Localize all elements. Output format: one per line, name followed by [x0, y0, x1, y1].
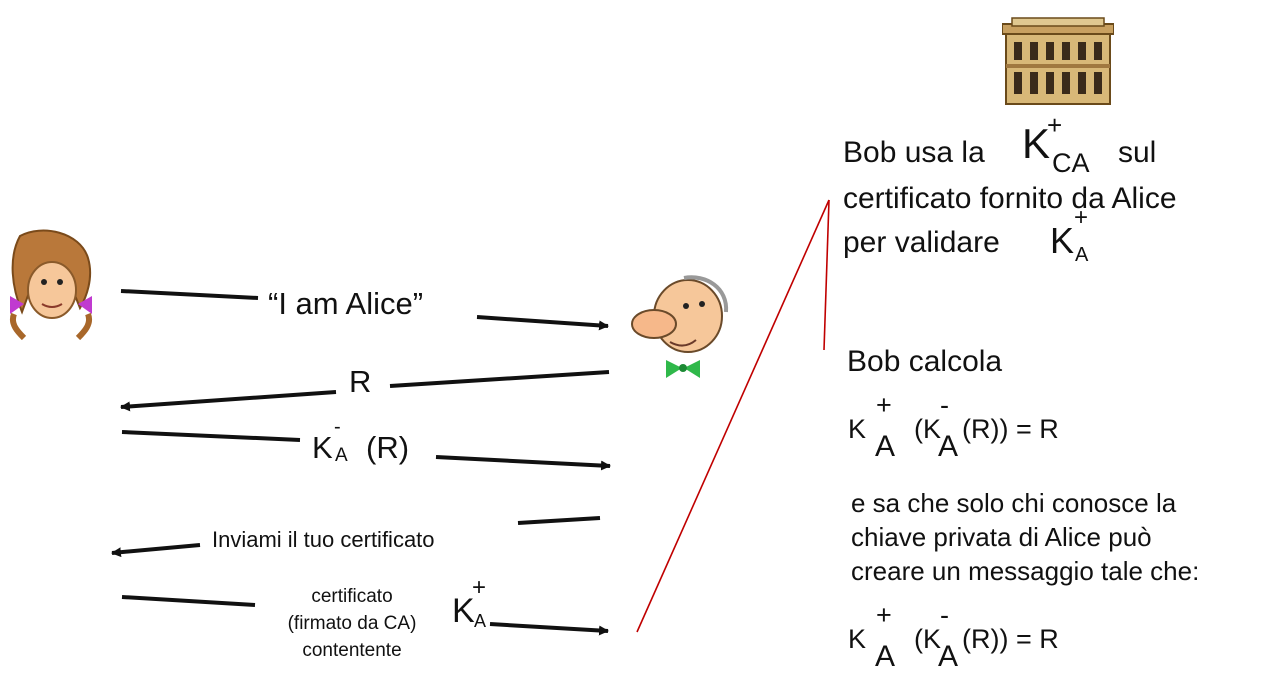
bob-avatar	[631, 275, 729, 378]
formula2-rest: (R)) = R	[962, 624, 1059, 654]
formula1-sub-a: A	[875, 430, 896, 463]
formula1-open: (K	[914, 414, 941, 444]
validate-key-a-main: K	[1050, 220, 1075, 261]
formula1-sup-plus: +	[876, 390, 892, 420]
ca-building-icon	[1002, 17, 1114, 105]
msg3-line-left	[121, 430, 301, 442]
msg4-label: Inviami il tuo certificato	[212, 527, 435, 552]
connector-line-vertical	[823, 199, 830, 351]
validate-key-ca-sub: CA	[1052, 148, 1090, 178]
msg4-arrow	[111, 543, 201, 558]
msg2-label: R	[349, 364, 372, 399]
validate-key-a-sup: +	[1074, 204, 1089, 231]
msg5-label: certificato (firmato da CA) contentente	[262, 583, 442, 664]
msg3-key: K	[312, 430, 333, 465]
formula2-sup-plus: +	[876, 600, 892, 630]
msg1-arrow	[476, 315, 609, 331]
msg2-arrow	[120, 390, 337, 412]
formula2-open: (K	[914, 624, 941, 654]
msg5-line2: (firmato da CA)	[287, 613, 417, 634]
alice-avatar	[10, 229, 92, 340]
msg1-line-left	[120, 289, 259, 300]
msg5-key-sub: A	[474, 611, 487, 631]
explain-line1: e sa che solo chi conosce la	[851, 488, 1177, 518]
formula2-k: K	[848, 624, 867, 654]
msg5-key-group: K + A	[452, 574, 496, 636]
msg5-key: K	[452, 592, 475, 630]
validate-key-ca-main: K	[1022, 120, 1051, 167]
msg5-line1: certificato	[311, 586, 393, 607]
validate-key-a: K + A	[1050, 204, 1110, 272]
validate-key-ca: K + CA	[1022, 110, 1132, 180]
msg1-label: “I am Alice”	[268, 286, 424, 321]
formula1-sub-a2: A	[938, 430, 959, 463]
msg3-label: K - A (R)	[312, 416, 436, 470]
validate-key-a-sub: A	[1075, 244, 1089, 266]
formula2-sub-a2: A	[938, 640, 959, 673]
validate-line1-suffix: sul	[1118, 136, 1157, 169]
formula2-sub-a: A	[875, 640, 896, 673]
msg3-arg: (R)	[366, 430, 410, 465]
formula1-sup-minus: -	[940, 390, 949, 420]
msg3-arrow	[435, 455, 611, 471]
validate-line1-prefix: Bob usa la	[843, 136, 985, 169]
msg2-line-right	[389, 370, 610, 388]
explain-line2: chiave privata di Alice può	[851, 522, 1152, 552]
msg4-line-right	[517, 516, 601, 525]
validate-line2: certificato fornito da Alice	[843, 182, 1177, 215]
msg3-key-sup: -	[334, 416, 341, 438]
msg5-arrow	[489, 622, 609, 636]
msg5-line-left	[121, 595, 256, 607]
msg3-key-sub: A	[335, 445, 348, 466]
compute-explanation: e sa che solo chi conosce la chiave priv…	[851, 486, 1199, 588]
compute-formula-1: K + A (K - A (R)) = R	[848, 390, 1108, 466]
formula2-sup-minus: -	[940, 600, 949, 630]
compute-title: Bob calcola	[847, 345, 1003, 378]
formula1-k: K	[848, 414, 867, 444]
compute-formula-2: K + A (K - A (R)) = R	[848, 600, 1108, 682]
validate-key-ca-sup: +	[1047, 110, 1063, 140]
msg5-line3: contentente	[302, 640, 402, 661]
explain-line3: creare un messaggio tale che:	[851, 556, 1200, 586]
formula1-rest: (R)) = R	[962, 414, 1059, 444]
msg5-key-sup: +	[472, 574, 487, 601]
validate-line3-prefix: per validare	[843, 226, 1000, 259]
connector-line	[636, 199, 830, 633]
